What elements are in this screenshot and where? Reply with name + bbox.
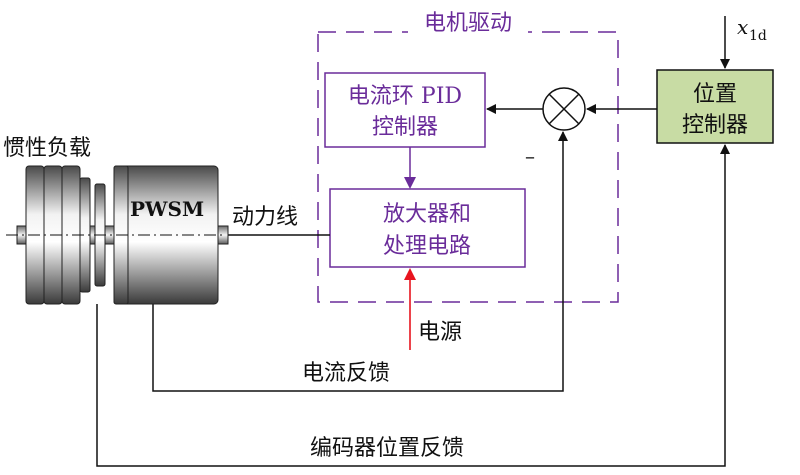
amplifier-line2: 处理电路 [383, 234, 471, 259]
motor-drive-title: 电机驱动 [424, 11, 512, 36]
motor-assembly-graphic: 惯性负载 PWSM [3, 136, 229, 305]
amplifier-block: 放大器和 处理电路 [329, 188, 526, 268]
amplifier-line1: 放大器和 [383, 202, 471, 227]
power-supply-label: 电源 [418, 320, 462, 345]
current-pid-line1: 电流环 PID [348, 84, 462, 109]
encoder-feedback-line [96, 144, 730, 467]
summing-junction: – [525, 87, 586, 168]
current-pid-line2: 控制器 [372, 115, 438, 140]
minus-sign: – [525, 144, 535, 168]
input-x-subscript: 1d [749, 28, 767, 44]
pwsm-label: PWSM [130, 197, 204, 221]
inertia-load-label: 惯性负载 [3, 136, 91, 161]
encoder-feedback-label: 编码器位置反馈 [310, 436, 464, 461]
input-x-label: x [737, 15, 748, 39]
motor-drive-group: 电机驱动 [317, 10, 619, 303]
power-line-label: 动力线 [232, 205, 298, 230]
current-feedback-line [152, 131, 568, 392]
reference-input: x 1d [720, 15, 767, 69]
current-feedback-label: 电流反馈 [302, 361, 390, 386]
position-controller-block: 位置 控制器 [656, 69, 774, 144]
position-controller-line2: 控制器 [682, 113, 748, 138]
current-pid-block: 电流环 PID 控制器 [324, 72, 486, 148]
position-controller-line1: 位置 [693, 82, 737, 107]
